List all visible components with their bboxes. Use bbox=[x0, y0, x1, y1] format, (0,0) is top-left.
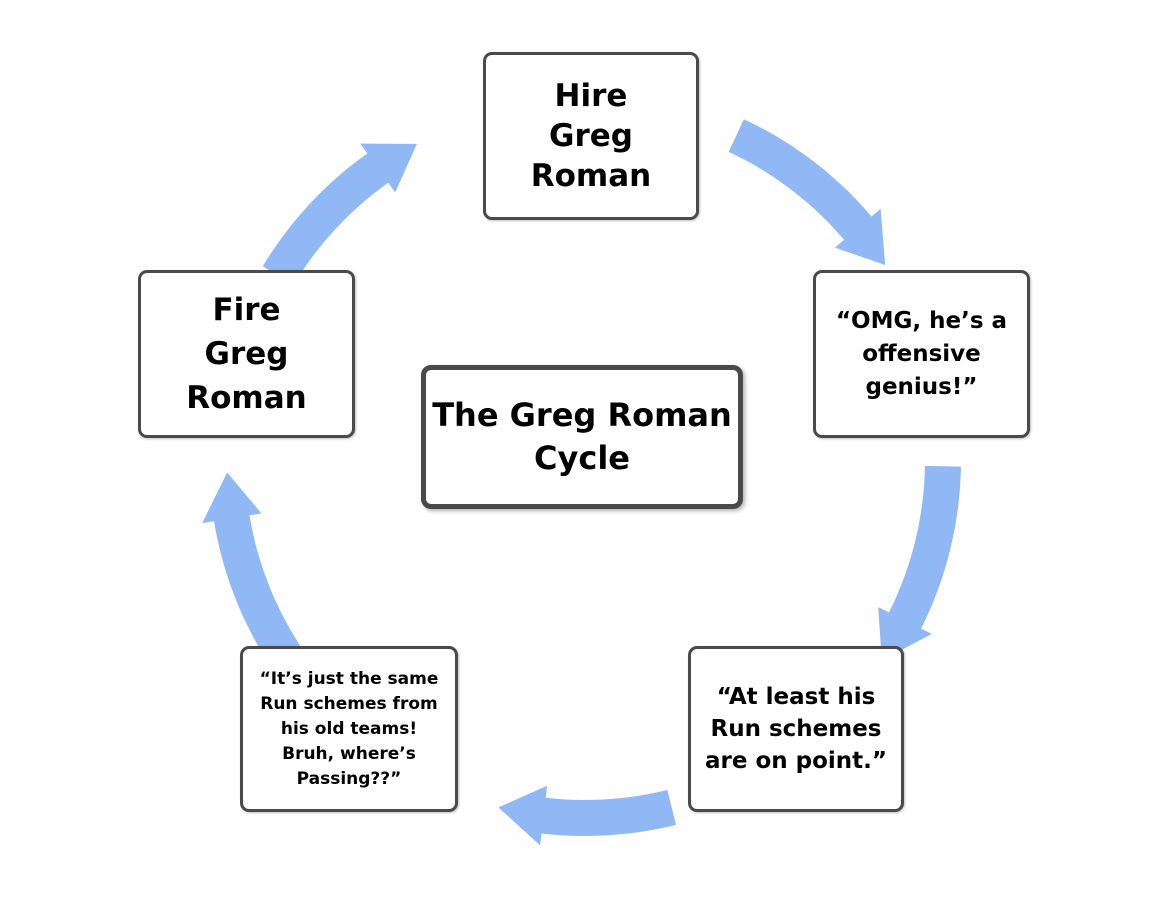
arrow-fire-to-hire bbox=[262, 143, 417, 285]
node-same-run-schemes: “It’s just the same Run schemes from his… bbox=[240, 646, 458, 812]
node-same-label: “It’s just the same Run schemes from his… bbox=[259, 668, 439, 789]
node-fire-greg-roman: Fire Greg Roman bbox=[138, 270, 355, 438]
arrow-atleast-to-same bbox=[498, 785, 676, 846]
arrow-same-to-fire bbox=[202, 472, 300, 665]
node-hire-greg-roman: Hire Greg Roman bbox=[483, 52, 699, 220]
arrow-omg-to-atleast bbox=[878, 465, 961, 661]
node-run-schemes-on-point: “At least his Run schemes are on point.” bbox=[688, 646, 904, 812]
arrow-hire-to-omg bbox=[728, 119, 886, 265]
center-title-label: The Greg Roman Cycle bbox=[432, 396, 732, 477]
node-atleast-label: “At least his Run schemes are on point.” bbox=[704, 684, 888, 774]
node-hire-label: Hire Greg Roman bbox=[530, 78, 652, 194]
node-omg-label: “OMG, he’s a offensive genius!” bbox=[835, 307, 1008, 400]
node-fire-label: Fire Greg Roman bbox=[186, 292, 307, 416]
node-offensive-genius: “OMG, he’s a offensive genius!” bbox=[813, 270, 1030, 438]
arrow-layer bbox=[202, 119, 961, 846]
center-title: The Greg Roman Cycle bbox=[421, 365, 743, 509]
